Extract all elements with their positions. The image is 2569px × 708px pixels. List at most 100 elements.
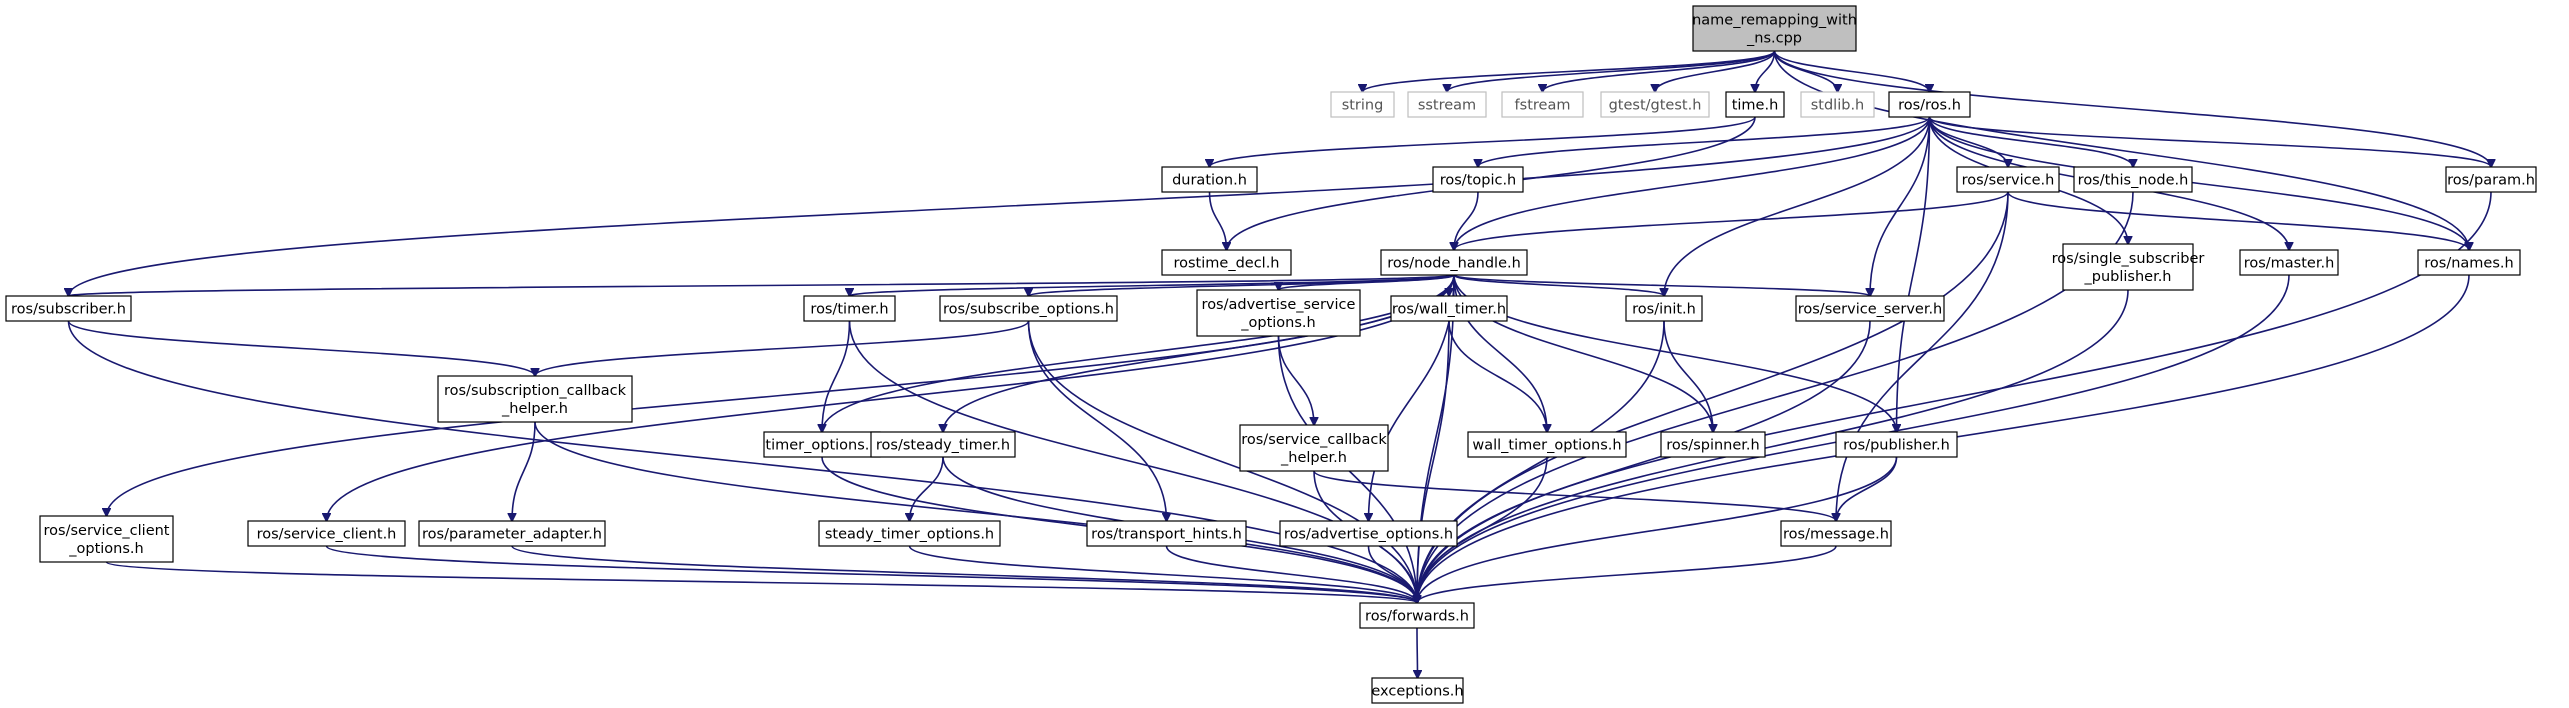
- edge-parameter_adapter-to-forwards: [511, 545, 1417, 603]
- node-box-message: [1780, 520, 1892, 547]
- node-exceptions[interactable]: exceptions.h: [1371, 677, 1464, 704]
- node-service_client[interactable]: ros/service_client.h: [247, 520, 406, 547]
- node-box-service_callback_helper: [1239, 424, 1389, 472]
- edge-service_client_options-to-forwards: [105, 561, 1418, 603]
- node-box-this_node: [2073, 166, 2193, 193]
- edge-init-to-spinner: [1663, 320, 1713, 432]
- node-service_server[interactable]: ros/service_server.h: [1795, 295, 1945, 322]
- node-box-init: [1625, 295, 1703, 322]
- node-box-ros: [1888, 91, 1971, 118]
- node-wall_timer[interactable]: ros/wall_timer.h: [1390, 295, 1508, 322]
- node-box-steady_timer: [870, 431, 1016, 458]
- edge-node_handle-to-service_client_options: [107, 274, 1455, 516]
- node-parameter_adapter[interactable]: ros/parameter_adapter.h: [418, 520, 606, 547]
- node-label: ros/subscription_callback: [444, 383, 627, 399]
- node-param[interactable]: ros/param.h: [2445, 166, 2537, 193]
- node-topic[interactable]: ros/topic.h: [1432, 166, 1524, 193]
- node-node_handle[interactable]: ros/node_handle.h: [1380, 249, 1528, 276]
- edge-steady_timer_options-to-forwards: [908, 545, 1418, 603]
- node-label: ros/this_node.h: [2078, 173, 2189, 189]
- node-ros[interactable]: ros/ros.h: [1888, 91, 1971, 118]
- node-subscribe_options[interactable]: ros/subscribe_options.h: [939, 295, 1118, 322]
- edge-time-to-duration: [1210, 116, 1756, 167]
- node-box-gtest: [1600, 91, 1710, 118]
- edge-root-to-stdlib: [1773, 50, 1838, 92]
- node-advertise_options[interactable]: ros/advertise_options.h: [1279, 520, 1458, 547]
- node-publisher[interactable]: ros/publisher.h: [1835, 431, 1958, 458]
- node-time[interactable]: time.h: [1725, 91, 1785, 118]
- node-init[interactable]: ros/init.h: [1625, 295, 1703, 322]
- node-box-root: [1692, 5, 1857, 52]
- node-this_node[interactable]: ros/this_node.h: [2073, 166, 2193, 193]
- node-box-stdlib: [1800, 91, 1875, 118]
- node-label: ros/service_server.h: [1798, 302, 1943, 318]
- node-label: sstream: [1418, 98, 1476, 114]
- node-label: ros/advertise_service: [1202, 297, 1356, 313]
- node-box-sstream: [1407, 91, 1487, 118]
- edge-subscription_callback_helper-to-parameter_adapter: [512, 421, 536, 521]
- node-message[interactable]: ros/message.h: [1780, 520, 1892, 547]
- node-label: ros/service_client.h: [257, 527, 397, 543]
- node-subscriber[interactable]: ros/subscriber.h: [5, 295, 132, 322]
- edge-root-to-gtest: [1655, 50, 1776, 92]
- node-box-subscriber: [5, 295, 132, 322]
- node-service_callback_helper[interactable]: ros/service_callback_helper.h: [1239, 424, 1389, 472]
- node-transport_hints[interactable]: ros/transport_hints.h: [1086, 520, 1247, 547]
- edge-ros-to-param: [1928, 116, 2492, 167]
- node-label: _helper.h: [501, 401, 568, 417]
- node-subscription_callback_helper[interactable]: ros/subscription_callback _helper.h: [437, 375, 633, 423]
- node-label: ros/master.h: [2244, 256, 2335, 272]
- edge-ros-to-names: [1928, 116, 2470, 250]
- node-steady_timer[interactable]: ros/steady_timer.h: [870, 431, 1016, 458]
- node-label: fstream: [1515, 98, 1571, 114]
- node-label: ros/topic.h: [1440, 173, 1517, 189]
- node-forwards[interactable]: ros/forwards.h: [1359, 602, 1475, 629]
- edge-layer: [69, 50, 2492, 678]
- node-single_sub[interactable]: ros/single_subscriber_publisher.h: [2052, 243, 2205, 291]
- node-root[interactable]: name_remapping_with_ns.cpp: [1692, 5, 1857, 52]
- node-box-advertise_service_options: [1196, 289, 1361, 337]
- node-label: ros/steady_timer.h: [876, 438, 1010, 454]
- edge-node_handle-to-init: [1453, 274, 1664, 296]
- edge-ros-to-this_node: [1928, 116, 2134, 167]
- node-timer[interactable]: ros/timer.h: [803, 295, 896, 322]
- edge-publisher-to-forwards: [1417, 456, 1898, 603]
- node-service[interactable]: ros/service.h: [1956, 166, 2060, 193]
- node-names[interactable]: ros/names.h: [2417, 249, 2521, 276]
- edge-subscription_callback_helper-to-forwards: [534, 421, 1417, 603]
- node-box-subscription_callback_helper: [437, 375, 633, 423]
- node-label: steady_timer_options.h: [825, 527, 994, 543]
- node-box-names: [2417, 249, 2521, 276]
- node-label: ros/forwards.h: [1365, 609, 1469, 625]
- node-label: wall_timer_options.h: [1472, 438, 1621, 454]
- edge-service_server-to-forwards: [1417, 320, 1871, 603]
- edge-root-to-fstream: [1543, 50, 1776, 92]
- node-box-spinner: [1660, 431, 1766, 458]
- node-label: ros/subscriber.h: [11, 302, 126, 318]
- edge-service-to-message: [1836, 191, 2009, 521]
- node-box-timer: [803, 295, 896, 322]
- node-box-wall_timer_options: [1467, 431, 1627, 458]
- node-spinner[interactable]: ros/spinner.h: [1660, 431, 1766, 458]
- node-stdlib: stdlib.h: [1800, 91, 1875, 118]
- node-service_client_options[interactable]: ros/service_client_options.h: [39, 515, 174, 563]
- node-label: _options.h: [1240, 315, 1315, 331]
- node-wall_timer_options[interactable]: wall_timer_options.h: [1467, 431, 1627, 458]
- node-box-timer_options: [763, 431, 881, 458]
- node-box-forwards: [1359, 602, 1475, 629]
- edge-publisher-to-message: [1836, 456, 1898, 521]
- node-box-topic: [1432, 166, 1524, 193]
- node-rostime_decl[interactable]: rostime_decl.h: [1161, 249, 1292, 276]
- node-advertise_service_options[interactable]: ros/advertise_service _options.h: [1196, 289, 1361, 337]
- node-label: _publisher.h: [2084, 269, 2172, 285]
- node-box-duration: [1161, 166, 1258, 193]
- node-box-time: [1725, 91, 1785, 118]
- edge-node_handle-to-service_client: [327, 274, 1455, 521]
- node-steady_timer_options[interactable]: steady_timer_options.h: [818, 520, 1001, 547]
- node-master[interactable]: ros/master.h: [2239, 249, 2339, 276]
- node-duration[interactable]: duration.h: [1161, 166, 1258, 193]
- node-label: ros/advertise_options.h: [1284, 527, 1453, 543]
- node-box-subscribe_options: [939, 295, 1118, 322]
- node-timer_options[interactable]: timer_options.h: [763, 431, 881, 458]
